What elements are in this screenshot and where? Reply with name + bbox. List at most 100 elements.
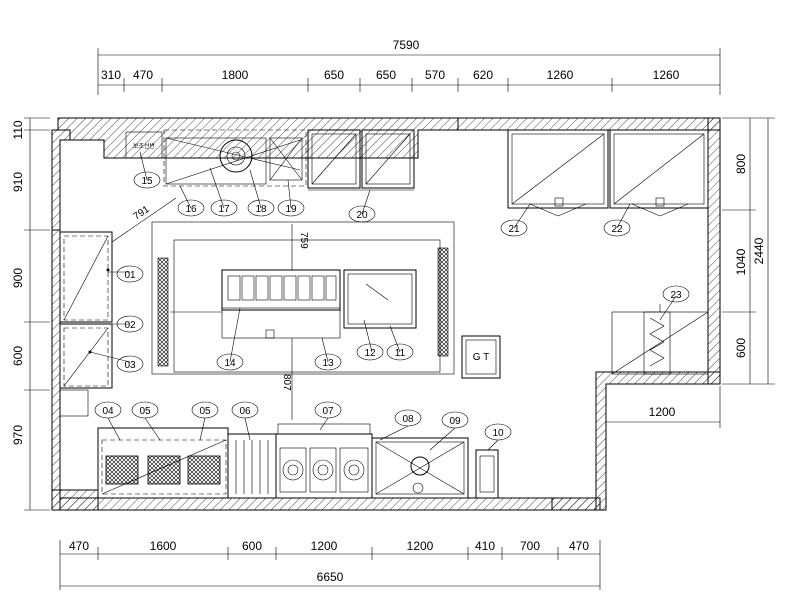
- dim-bottom-seg: 1200: [407, 539, 434, 553]
- tag-22: 22: [603, 219, 631, 237]
- svg-text:23: 23: [670, 290, 682, 301]
- top-dimension-lines: 7590 310 470 1800 650 650 570 620 1260 1…: [97, 38, 721, 95]
- fridges-21-22: [507, 129, 709, 217]
- dim-right-total: 2440: [752, 237, 766, 264]
- diag-791: 791: [111, 197, 177, 243]
- tag-07: 07: [314, 401, 342, 419]
- dim-top-seg: 650: [324, 68, 344, 82]
- dim-bottom-total: 6650: [317, 570, 344, 584]
- svg-text:19: 19: [285, 204, 297, 215]
- dim-top-seg: 620: [473, 68, 493, 82]
- tag-14: 14: [216, 353, 244, 371]
- left-wall: [51, 129, 71, 231]
- dim-bottom-seg: 600: [242, 539, 262, 553]
- equipment-tags: 01 02 03 04 05 05 06 07 08 09 10 11 12 1…: [94, 171, 690, 441]
- svg-text:06: 06: [239, 406, 251, 417]
- svg-text:12: 12: [364, 348, 376, 359]
- dim-top-seg: 310: [101, 68, 121, 82]
- counter-16: [165, 137, 267, 185]
- dim-right-seg: 600: [734, 338, 748, 358]
- svg-text:11: 11: [395, 348, 406, 359]
- svg-text:17: 17: [218, 204, 230, 215]
- dim-top-seg: 650: [376, 68, 396, 82]
- tag-11: 11: [386, 343, 414, 361]
- svg-text:01: 01: [124, 270, 136, 281]
- gt-sink: G T: [461, 335, 501, 379]
- right-wall: [707, 117, 721, 385]
- tag-09: 09: [441, 411, 469, 429]
- fridges-20: [307, 129, 415, 191]
- svg-text:07: 07: [322, 406, 334, 417]
- dim-right-seg: 800: [734, 154, 748, 174]
- tag-21: 21: [500, 219, 528, 237]
- svg-text:02: 02: [124, 320, 136, 331]
- dim-807: 807: [281, 374, 292, 391]
- svg-text:20: 20: [356, 210, 368, 221]
- dim-bottom-seg: 470: [569, 539, 589, 553]
- unit-19: [269, 137, 303, 181]
- dim-left-seg: 600: [11, 346, 25, 366]
- dim-top-seg: 1260: [547, 68, 574, 82]
- svg-text:08: 08: [402, 414, 414, 425]
- tag-18: 18: [247, 199, 275, 217]
- svg-text:05: 05: [139, 406, 151, 417]
- dim-bottom-seg: 1600: [150, 539, 177, 553]
- bottom-dimension-lines: 470 1600 600 1200 1200 410 700 470 6650: [59, 539, 601, 590]
- tag-10: 10: [484, 423, 512, 441]
- tag-04: 04: [94, 401, 122, 419]
- dim-bottom-seg: 470: [69, 539, 89, 553]
- dim-left-seg: 910: [11, 172, 25, 192]
- svg-text:04: 04: [102, 406, 114, 417]
- walls: [51, 117, 721, 511]
- dim-right-seg: 1040: [734, 248, 748, 275]
- tag-23: 23: [662, 285, 690, 303]
- hood-outline: [163, 129, 307, 187]
- leader-lines: [89, 151, 677, 451]
- svg-text:13: 13: [322, 358, 334, 369]
- left-wall-lower: [51, 229, 61, 511]
- tag-12: 12: [356, 343, 384, 361]
- bottom-wall-strip: [59, 497, 601, 511]
- tag-17: 17: [210, 199, 238, 217]
- tag-08: 08: [394, 409, 422, 427]
- svg-text:05: 05: [199, 406, 211, 417]
- tag-19: 19: [277, 199, 305, 217]
- left-units: [59, 231, 113, 389]
- dim-791: 791: [132, 204, 152, 223]
- svg-text:22: 22: [611, 224, 623, 235]
- left-dimension-lines: 110 910 900 600 970: [11, 117, 50, 511]
- dim-inner-1200: 1200: [649, 405, 676, 419]
- top-right-wall: [457, 117, 721, 131]
- bottom-wall-right: [551, 497, 601, 511]
- tag-06: 06: [231, 401, 259, 419]
- right-dimension-lines: 800 1040 600 2440: [722, 117, 775, 385]
- small-shelf-box: [125, 131, 163, 159]
- dim-top-seg: 470: [133, 68, 153, 82]
- tag-03: 03: [116, 355, 144, 373]
- svg-text:16: 16: [185, 204, 197, 215]
- burners: [279, 447, 369, 493]
- small-shelf-text: 보조선반: [133, 142, 156, 150]
- dim-bottom-seg: 700: [520, 539, 540, 553]
- svg-text:15: 15: [141, 176, 153, 187]
- tag-01: 01: [116, 265, 144, 283]
- svg-text:09: 09: [449, 416, 461, 427]
- dim-left-seg: 970: [11, 425, 25, 445]
- dim-left-seg: 110: [11, 120, 25, 139]
- right-step-wall: [595, 371, 721, 511]
- svg-text:18: 18: [255, 204, 267, 215]
- bottom-cooking-line: [97, 423, 499, 499]
- central-island: 759 807: [151, 221, 455, 420]
- tag-20: 20: [348, 205, 376, 223]
- gt-label: G T: [473, 352, 489, 363]
- dim-left-seg: 900: [11, 268, 25, 288]
- dim-top-seg: 1800: [222, 68, 249, 82]
- inner-dimension-1200: 1200: [605, 386, 721, 428]
- tag-05: 05: [131, 401, 159, 419]
- tag-15: 15: [133, 171, 161, 189]
- dim-top-seg: 570: [425, 68, 445, 82]
- equipment-top-left: 보조선반: [125, 129, 307, 187]
- left-niche: [59, 389, 89, 417]
- tag-13: 13: [314, 353, 342, 371]
